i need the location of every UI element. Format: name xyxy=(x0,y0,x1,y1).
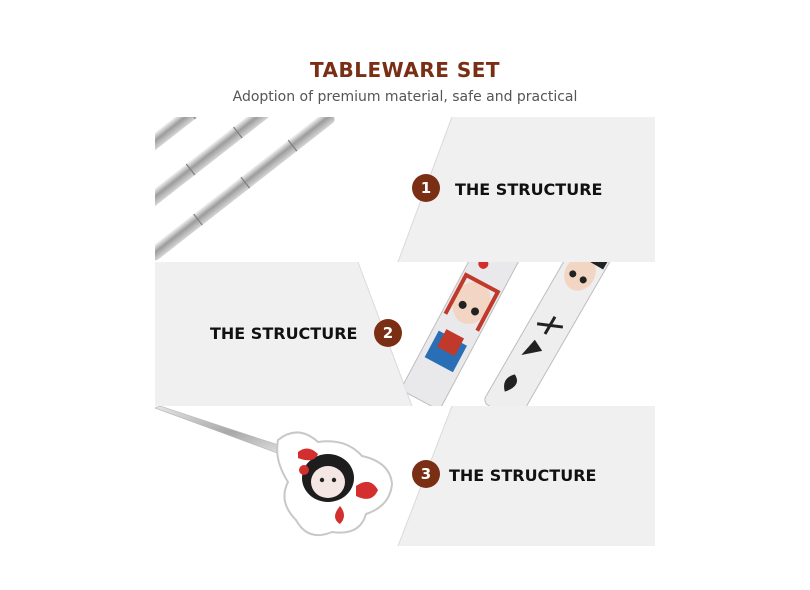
stainless-chopsticks-image xyxy=(155,117,335,261)
section-1-label: THE STRUCTURE xyxy=(455,180,603,199)
peking-opera-chopstick-handles-image xyxy=(402,262,611,406)
section-1-number-badge: 1 xyxy=(412,174,440,202)
page-title: TABLEWARE SET xyxy=(309,58,501,82)
section-2-band xyxy=(155,261,655,407)
section-2-number-badge: 2 xyxy=(374,319,402,347)
section-3-label: THE STRUCTURE xyxy=(449,466,597,485)
page-subtitle: Adoption of premium material, safe and p… xyxy=(232,89,578,105)
section-3-number-badge: 3 xyxy=(412,460,440,488)
section-3-band xyxy=(155,405,655,547)
section-1-band xyxy=(155,116,655,263)
spoon-with-opera-doll-handle-image xyxy=(155,406,394,536)
section-2-label: THE STRUCTURE xyxy=(210,324,358,343)
